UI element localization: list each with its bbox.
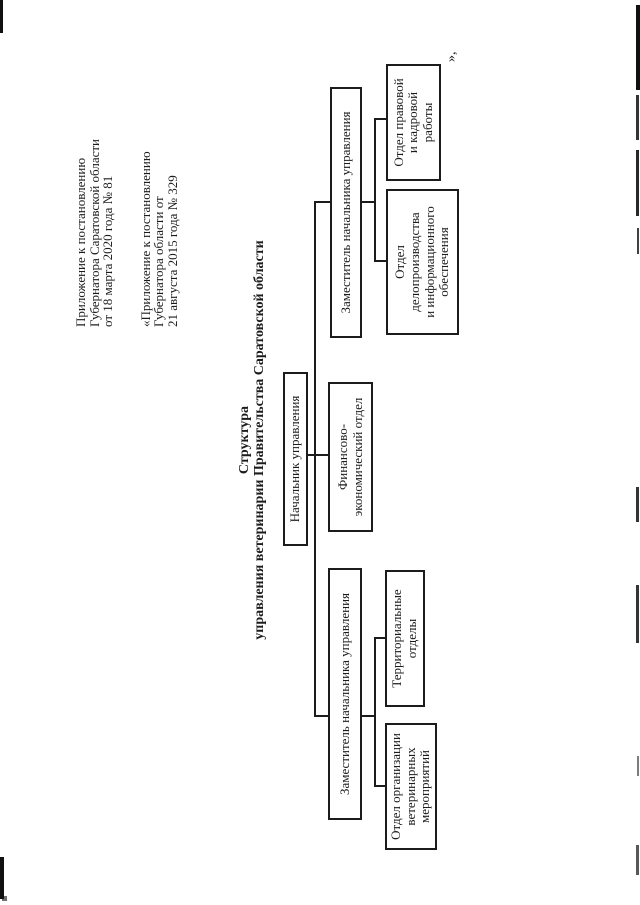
connector-trunk-to-deputy-left: [314, 715, 329, 717]
connector-bracket-right: [374, 118, 376, 262]
scan-artifact: [0, 0, 3, 33]
scan-artifact: [0, 857, 4, 899]
box-head-of-administration: Начальник управления: [283, 372, 308, 546]
scan-artifact: [636, 150, 639, 216]
scan-artifact: [637, 756, 639, 776]
scan-artifact: [636, 487, 639, 522]
connector-trunk-line: [314, 202, 316, 716]
box-finance-economic-dept: Финансово-экономический отдел: [328, 382, 373, 532]
scan-artifact: [636, 95, 639, 140]
connector-root-to-trunk: [308, 454, 330, 456]
scan-artifact: [636, 845, 639, 875]
connector-bracket-left: [374, 638, 376, 786]
connector-deputy-right-to-bracket: [362, 201, 376, 203]
scan-artifact: [636, 5, 640, 90]
scan-artifact: [2, 896, 7, 901]
scan-artifact: [637, 228, 639, 254]
scan-artifact: [636, 585, 639, 643]
box-deputy-head-left: Заместитель начальника управления: [328, 568, 362, 820]
box-deputy-head-right: Заместитель начальника управления: [330, 87, 362, 338]
closing-quote-mark: »,: [444, 51, 459, 63]
connector-trunk-to-deputy-right: [314, 201, 331, 203]
connector-deputy-left-to-bracket: [362, 715, 376, 717]
